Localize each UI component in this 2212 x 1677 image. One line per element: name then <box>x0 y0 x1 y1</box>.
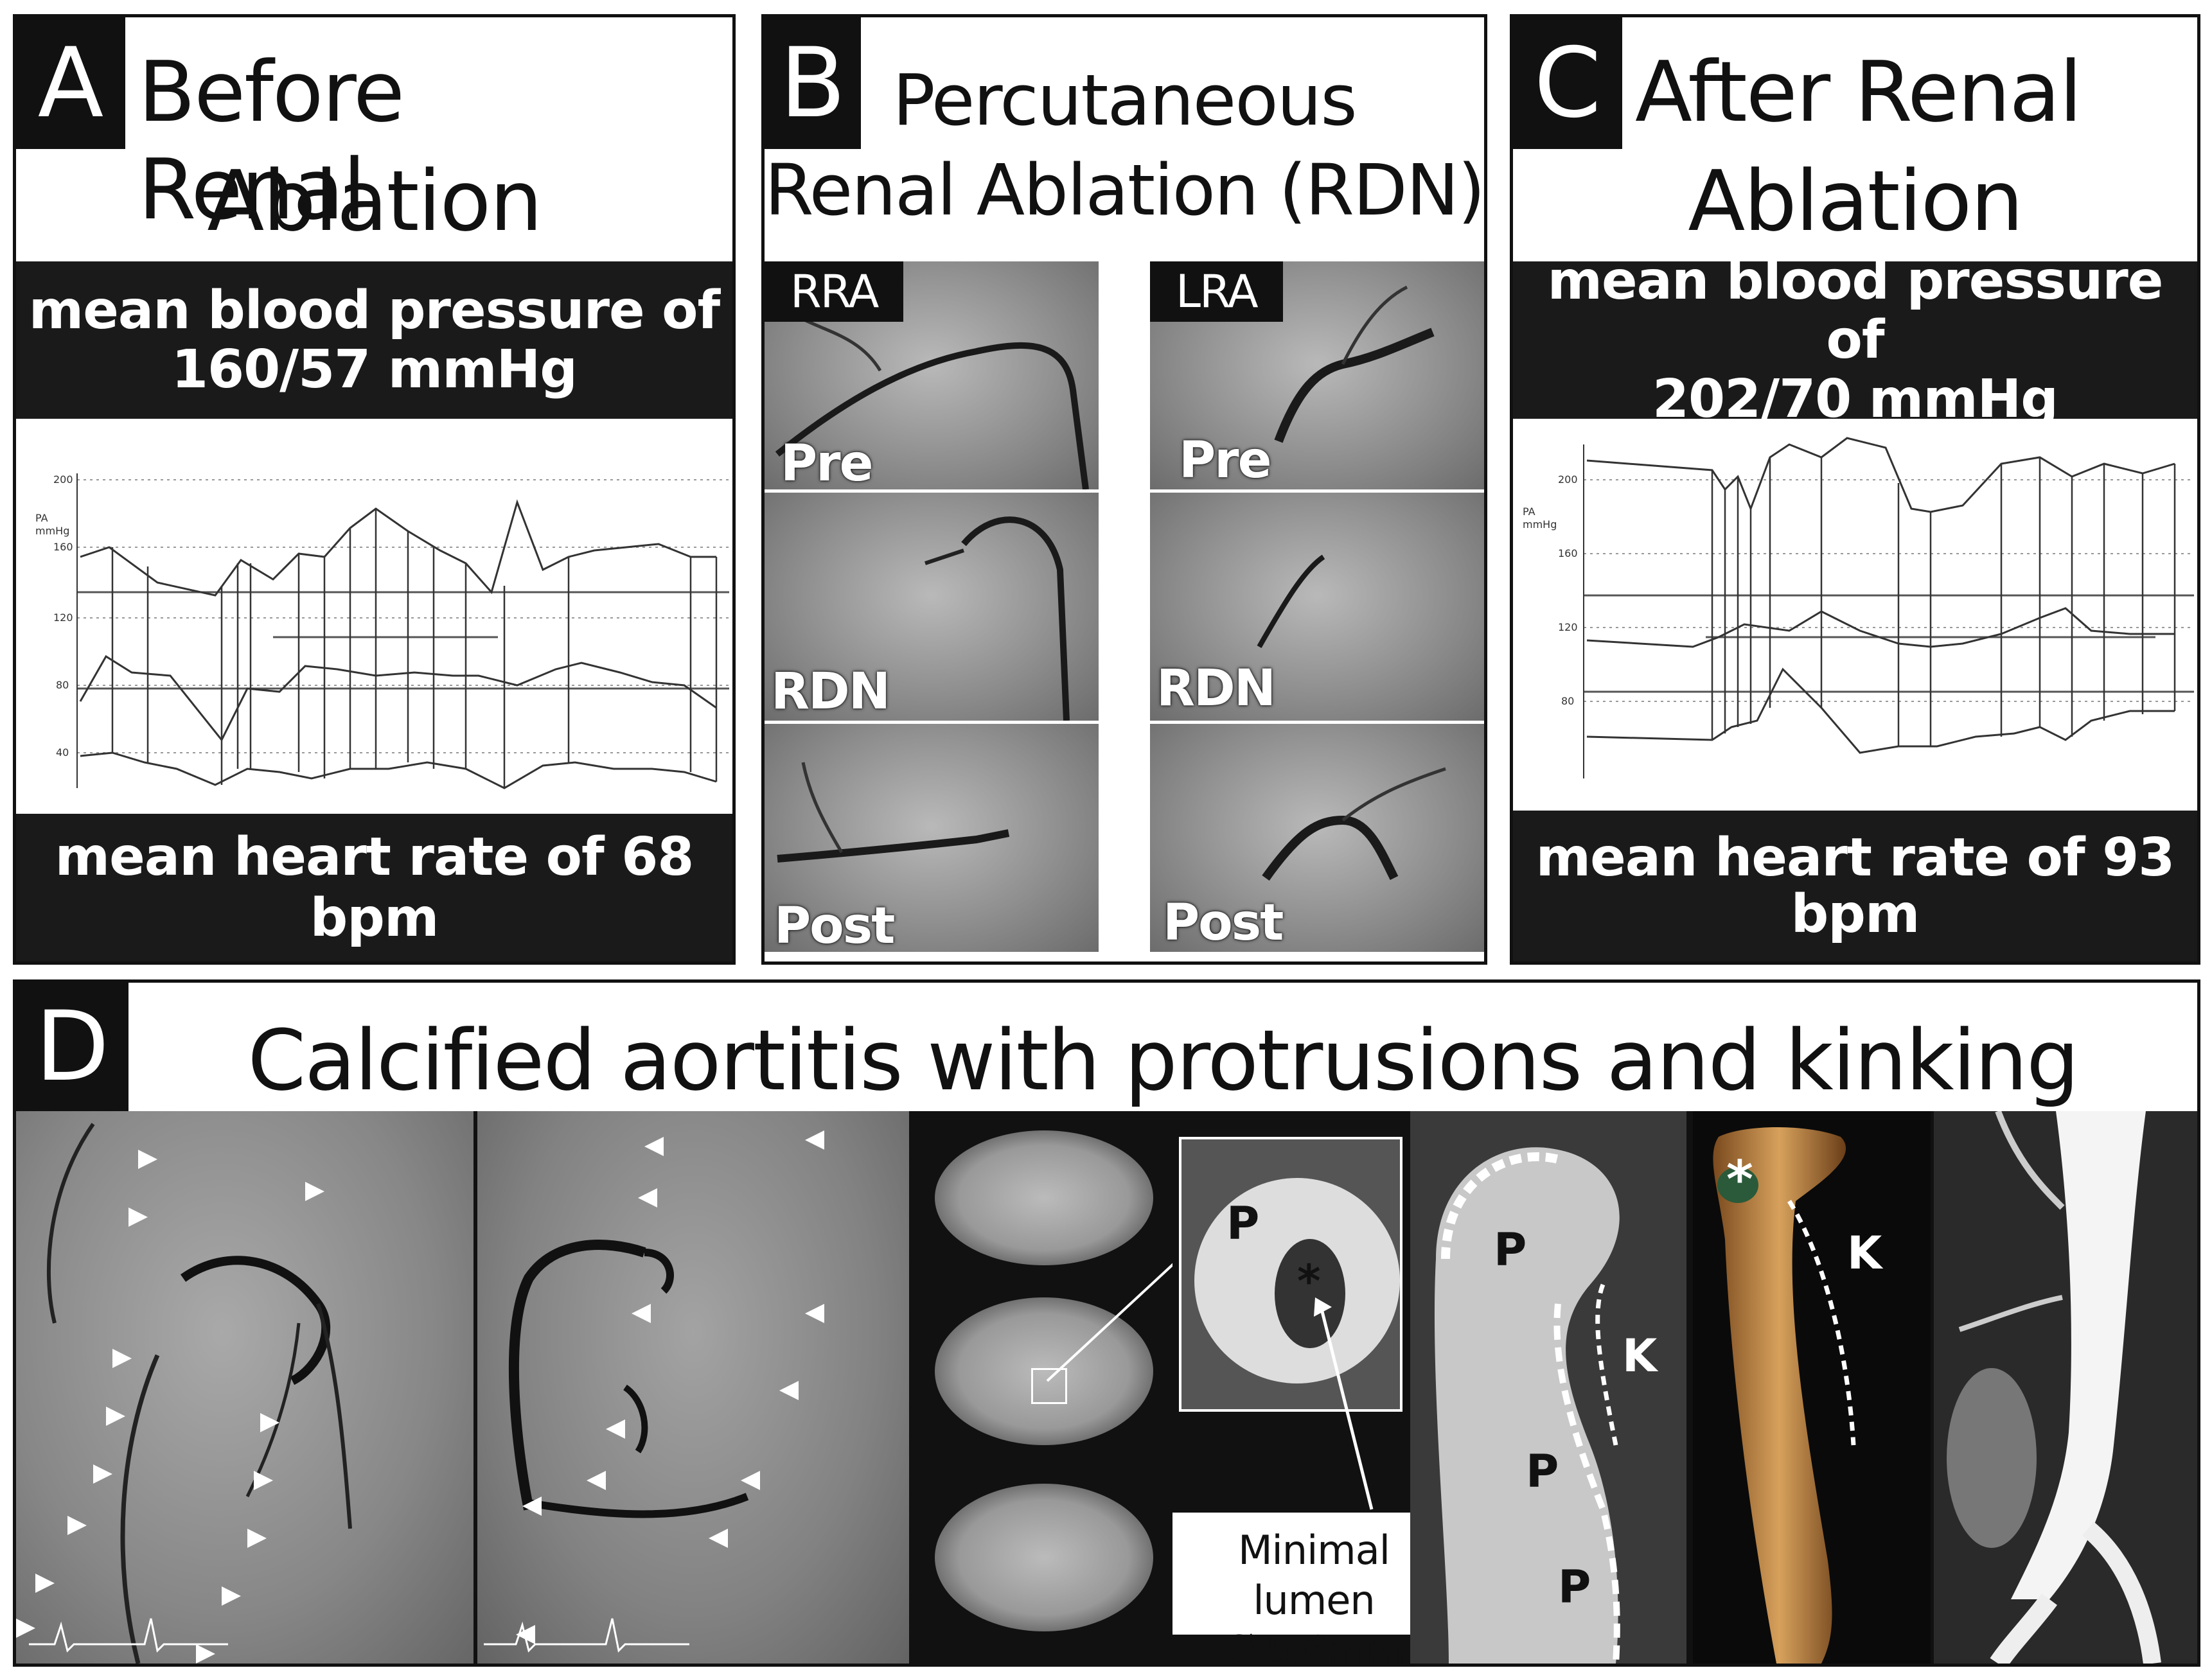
coronary-angiogram-left <box>16 1111 473 1664</box>
ct-sagittal-aorta: P P P K <box>1410 1111 1686 1664</box>
rra-pre-label: Pre <box>781 435 874 493</box>
lra-post-label: Post <box>1163 894 1284 952</box>
ct-zoom-protrusion-label: P <box>1226 1197 1260 1250</box>
ct-axial-stack <box>916 1111 1172 1664</box>
ct-zoom-box-marker <box>1031 1368 1067 1404</box>
panel-d-letter: D <box>16 983 128 1111</box>
panel-a-bp-chart: PA mmHg 200 160 120 80 40 <box>16 419 732 814</box>
panel-a-ytick: 160 <box>53 541 73 553</box>
panel-c: C After Renal Ablation mean blood pressu… <box>1510 14 2200 965</box>
minimal-lumen-line2: Ø 5.6mm <box>1223 1627 1405 1667</box>
panel-a-bp-line1: mean blood pressure of <box>28 279 720 341</box>
sagittal-protrusion-label-2: P <box>1526 1445 1559 1498</box>
panel-d-image-strip: P * Minimal lumen Ø 5.6mm P P P K <box>16 1111 2197 1664</box>
ct-zoom-asterisk-label: * <box>1297 1255 1321 1308</box>
panel-c-hr-line2: bpm <box>1791 883 1920 945</box>
mip-aorta-angiogram <box>1934 1111 2197 1664</box>
panel-a-ytick: 200 <box>53 473 73 486</box>
panel-a-letter: A <box>16 17 125 149</box>
lra-rdn-angiogram <box>1150 493 1484 721</box>
sagittal-protrusion-label-3: P <box>1558 1561 1591 1613</box>
ct-aorta-zoom: P * <box>1179 1137 1402 1412</box>
lra-pre-label: Pre <box>1179 432 1272 489</box>
panel-a-ytick: 40 <box>56 746 69 759</box>
panel-a-ytick: 120 <box>53 611 73 624</box>
aorta-3d-asterisk-label: * <box>1726 1150 1753 1209</box>
panel-c-ytick: 200 <box>1558 473 1578 486</box>
panel-c-ytick: 80 <box>1561 695 1574 707</box>
panel-a-ylabel-line1: PA <box>35 512 48 524</box>
panel-b: B Percutaneous Renal Ablation (RDN) RRA … <box>761 14 1487 965</box>
coronary-angiogram-right <box>477 1111 909 1664</box>
lra-rdn-label: RDN <box>1156 660 1276 717</box>
panel-c-letter: C <box>1513 17 1622 149</box>
rra-post-label: Post <box>774 897 895 955</box>
panel-a-ylabel-line2: mmHg <box>35 525 69 537</box>
panel-a-ytick: 80 <box>56 679 69 691</box>
panel-d: D Calcified aortitis with protrusions an… <box>13 979 2200 1667</box>
panel-a-hr-bar: mean heart rate of 68 bpm <box>16 814 732 961</box>
panel-c-bp-bar: mean blood pressure of 202/70 mmHg <box>1513 251 2197 428</box>
minimal-lumen-callout: Minimal lumen Ø 5.6mm <box>1172 1513 1455 1664</box>
panel-c-hr-bar: mean heart rate of 93 bpm <box>1513 811 2197 961</box>
panel-a: A Before Renal Ablation mean blood press… <box>13 14 736 965</box>
panel-c-bp-chart: PA mmHg 200 160 120 80 <box>1513 419 2197 811</box>
panel-b-letter: B <box>765 17 861 149</box>
panel-a-hr-text: mean heart rate of 68 bpm <box>55 827 695 949</box>
sagittal-kink-label: K <box>1622 1330 1658 1382</box>
lra-post-angiogram <box>1150 724 1484 952</box>
panel-c-ytick: 160 <box>1558 547 1578 559</box>
panel-b-title-line2: Renal Ablation (RDN) <box>765 149 1484 231</box>
panel-a-title-line2: Ablation <box>207 152 542 250</box>
lra-tag: LRA <box>1150 261 1283 322</box>
ct-axial-slice-3 <box>935 1484 1153 1631</box>
aorta-3d-kink-label: K <box>1847 1227 1882 1279</box>
panel-d-title: Calcified aortitis with protrusions and … <box>247 1012 2079 1109</box>
rra-tag: RRA <box>765 261 904 322</box>
panel-c-bp-line1: mean blood pressure of <box>1547 250 2164 371</box>
ct-axial-slice-2 <box>935 1297 1153 1445</box>
rra-rdn-angiogram <box>765 493 1099 721</box>
panel-c-ylabel-line1: PA <box>1523 505 1535 518</box>
panel-c-title-line1: After Renal <box>1635 43 2082 141</box>
panel-a-bp-line2: 160/57 mmHg <box>172 338 578 400</box>
panel-c-hr-line1: mean heart rate of 93 <box>1535 827 2175 888</box>
ct-axial-slice-1 <box>935 1130 1153 1265</box>
minimal-lumen-line1: Minimal lumen <box>1238 1527 1390 1624</box>
panel-b-title-line1: Percutaneous <box>892 59 1357 141</box>
panel-c-title-line2: Ablation <box>1688 152 2023 250</box>
panel-c-ytick: 120 <box>1558 621 1578 633</box>
panel-a-bp-bar: mean blood pressure of 160/57 mmHg <box>16 261 732 419</box>
panel-a-title-line1: Before Renal <box>138 43 405 238</box>
panel-c-bp-line2: 202/70 mmHg <box>1652 368 2058 430</box>
aorta-3d-rendering: * K <box>1693 1111 1931 1664</box>
sagittal-protrusion-label-1: P <box>1494 1224 1527 1276</box>
rra-post-angiogram <box>765 724 1099 952</box>
rra-rdn-label: RDN <box>771 663 890 721</box>
panel-b-image-area: RRA Pre RDN Post LRA Pre RDN Post <box>765 261 1484 961</box>
panel-c-ylabel-line2: mmHg <box>1523 518 1557 531</box>
